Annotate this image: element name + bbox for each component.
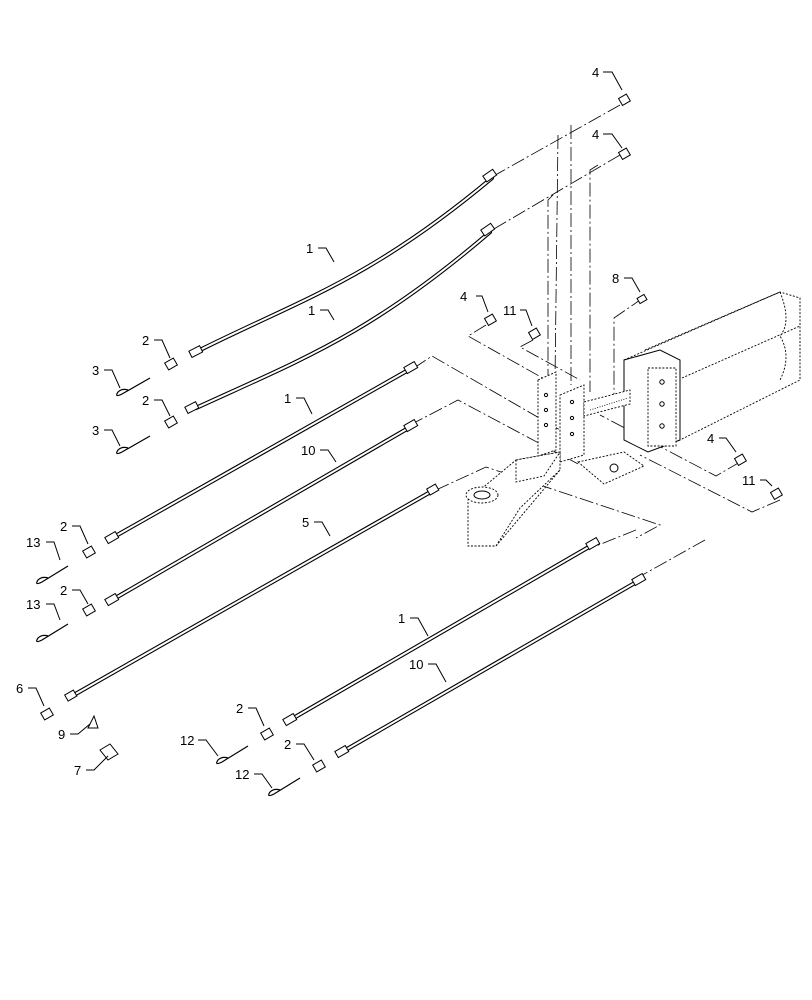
hairpin-clip — [268, 777, 301, 797]
callout-label: 4 — [592, 127, 599, 142]
plug-fitting — [636, 293, 648, 305]
tube-5 — [63, 483, 440, 702]
hairpin-clip — [116, 435, 151, 455]
callout-label: 3 — [92, 423, 99, 438]
hose-end-fitting — [188, 345, 204, 359]
clips — [36, 377, 301, 797]
union-fitting — [81, 545, 97, 559]
union-fitting — [311, 759, 327, 773]
centerlines — [409, 104, 781, 579]
hairpin-clip — [36, 623, 69, 643]
hose-1-second — [184, 222, 496, 415]
cap-fitting — [527, 327, 542, 341]
hose-1-upper — [188, 168, 498, 359]
callout-label: 1 — [308, 303, 315, 318]
callout-label: 2 — [60, 583, 67, 598]
union-fitting — [259, 727, 275, 741]
tube-10-lower — [334, 572, 647, 759]
valve-core — [87, 714, 99, 729]
tube-10-upper — [104, 418, 419, 607]
union-fitting — [163, 415, 179, 429]
callout-label: 2 — [60, 519, 67, 534]
callout-label: 4 — [592, 65, 599, 80]
plug-fitting — [39, 707, 55, 721]
fittings — [39, 93, 784, 773]
cap-fitting — [769, 487, 784, 501]
callout-label: 10 — [409, 657, 423, 672]
callout-label: 13 — [26, 597, 40, 612]
callout-label: 9 — [58, 727, 65, 742]
cap-fitting — [617, 147, 632, 161]
hose-end-fitting — [184, 401, 200, 415]
union-fitting — [163, 357, 179, 371]
callout-label: 1 — [398, 611, 405, 626]
callout-label: 1 — [306, 241, 313, 256]
callout-label: 13 — [26, 535, 40, 550]
cap-fitting — [617, 93, 632, 107]
callout-label: 7 — [74, 763, 81, 778]
tube-1-lower — [282, 536, 601, 727]
tube-1-straight — [104, 360, 419, 545]
callout-label: 2 — [142, 393, 149, 408]
callout-label: 2 — [284, 737, 291, 752]
callout-label: 4 — [460, 289, 467, 304]
callouts: 4 4 4 11 8 4 11 1 1 1 10 5 1 10 2 2 2 2 … — [16, 65, 756, 782]
union-fitting — [81, 603, 97, 617]
cap-fitting — [733, 453, 748, 467]
hairpin-clip — [36, 565, 69, 585]
cap-fitting — [483, 313, 498, 327]
callout-label: 2 — [142, 333, 149, 348]
callout-label: 12 — [235, 767, 249, 782]
hairpin-clip — [216, 745, 249, 765]
callout-label: 11 — [742, 473, 756, 488]
callout-label: 2 — [236, 701, 243, 716]
callout-label: 4 — [707, 431, 714, 446]
callout-label: 11 — [503, 303, 517, 318]
callout-label: 1 — [284, 391, 291, 406]
callout-label: 8 — [612, 271, 619, 286]
callout-label: 6 — [16, 681, 23, 696]
callout-label: 3 — [92, 363, 99, 378]
callout-label: 5 — [302, 515, 309, 530]
hose-end-fitting — [482, 168, 498, 183]
hairpin-clip — [116, 377, 151, 397]
callout-label: 12 — [180, 733, 194, 748]
callout-label: 10 — [301, 443, 315, 458]
boom-frame — [465, 291, 801, 547]
cap-fitting — [99, 743, 119, 761]
leaders — [28, 71, 773, 789]
hose-end-fitting — [480, 222, 496, 237]
